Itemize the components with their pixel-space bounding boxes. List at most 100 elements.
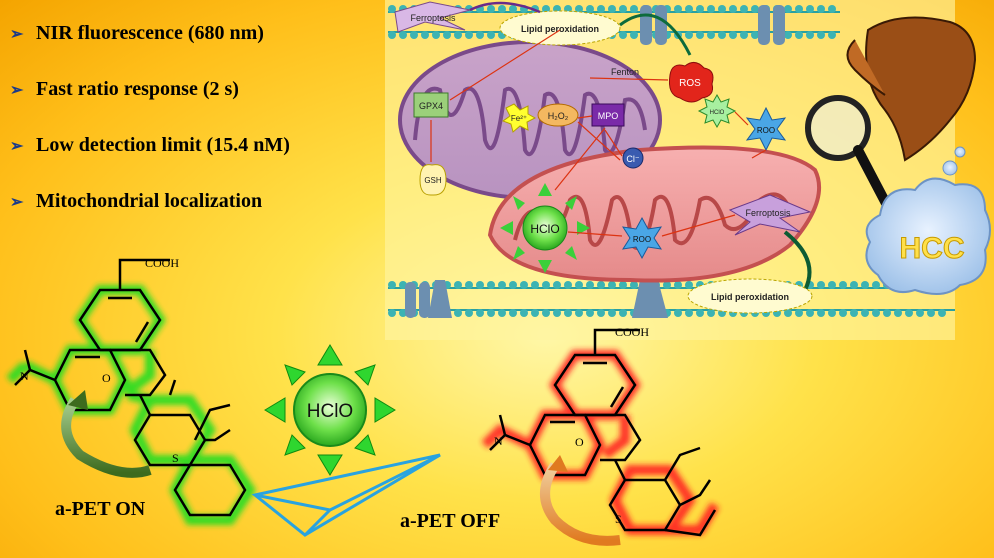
membrane-protein xyxy=(640,5,652,45)
membrane-bead xyxy=(542,309,550,317)
membrane-bead xyxy=(817,281,825,289)
cooh-left-label: COOH xyxy=(145,256,179,270)
membrane-bead xyxy=(751,5,759,13)
ferroptosis-bottom-label: Ferroptosis xyxy=(745,208,791,218)
membrane-bead xyxy=(465,309,473,317)
bullet-ratio: ➢Fast ratio response (2 s) xyxy=(10,78,239,100)
membrane-bead xyxy=(707,309,715,317)
membrane-bead xyxy=(498,281,506,289)
membrane-bead xyxy=(784,309,792,317)
membrane-bead xyxy=(586,5,594,13)
membrane-protein xyxy=(773,5,785,45)
bullet-arrow-icon: ➢ xyxy=(10,194,24,211)
arrowhead xyxy=(68,390,88,410)
lipid-peroxidation-bottom: Lipid peroxidation xyxy=(687,278,813,314)
ferroptosis-top-label: Ferroptosis xyxy=(410,13,456,23)
mpo-label: MPO xyxy=(598,111,619,121)
membrane-bead xyxy=(839,309,847,317)
probe-molecule-off: COOH O S N a-PET OFF xyxy=(400,325,720,546)
membrane-bead xyxy=(630,31,638,39)
membrane-bead xyxy=(608,281,616,289)
membrane-bead xyxy=(454,281,462,289)
bullet-detection: ➢Low detection limit (15.4 nM) xyxy=(10,134,290,156)
membrane-bead xyxy=(685,281,693,289)
lipid-peroxidation-bottom-label: Lipid peroxidation xyxy=(711,292,789,302)
pet-off-label: a-PET OFF xyxy=(400,510,500,532)
membrane-bead xyxy=(465,281,473,289)
hcc-cloud: HCC xyxy=(865,146,991,295)
membrane-bead xyxy=(476,309,484,317)
membrane-bead xyxy=(564,309,572,317)
membrane-protein xyxy=(405,282,416,318)
membrane-bead xyxy=(553,281,561,289)
pet-on-curved-arrow xyxy=(61,397,152,478)
membrane-bead xyxy=(839,281,847,289)
liver-illustration xyxy=(846,16,977,162)
membrane-bead xyxy=(806,309,814,317)
roo-center-star: ROO xyxy=(621,216,663,260)
roo-right-label: ROO xyxy=(757,126,775,135)
membrane-bead xyxy=(564,281,572,289)
arrow xyxy=(604,129,623,157)
membrane-channel xyxy=(428,280,452,318)
membrane-bead xyxy=(784,5,792,13)
arrow xyxy=(577,121,621,161)
membrane-bead xyxy=(531,309,539,317)
membrane-bead xyxy=(531,281,539,289)
hclo-sun: HClO xyxy=(264,344,396,476)
membrane-bead xyxy=(872,309,880,317)
cl-label: Cl⁻ xyxy=(626,154,639,164)
hclo-small-label: HClO xyxy=(710,110,725,116)
membrane-bead xyxy=(795,31,803,39)
hclo-small-badge: HClO xyxy=(697,93,737,129)
membrane-bead xyxy=(597,281,605,289)
membrane-bead xyxy=(894,309,902,317)
bottom-membrane xyxy=(388,277,955,318)
membrane-bead xyxy=(685,5,693,13)
membrane-bead xyxy=(674,309,682,317)
arrow xyxy=(661,214,736,237)
membrane-bead xyxy=(509,309,517,317)
membrane-bead xyxy=(608,309,616,317)
membrane-bead xyxy=(751,31,759,39)
mpo-box: MPO xyxy=(591,103,625,127)
curved-arrow xyxy=(469,1,541,14)
membrane-bead xyxy=(685,31,693,39)
ros-badge: ROS xyxy=(669,62,714,103)
membrane-bead xyxy=(872,281,880,289)
membrane-bead xyxy=(707,5,715,13)
h2o2-badge: H₂O₂ xyxy=(537,103,579,127)
bullet-arrow-icon: ➢ xyxy=(10,82,24,99)
membrane-bead xyxy=(916,309,924,317)
membrane-bead xyxy=(938,309,946,317)
fe-label: Fe²⁺ xyxy=(511,114,527,123)
cl-badge: Cl⁻ xyxy=(622,147,644,169)
membrane-bead xyxy=(575,309,583,317)
probe-molecule-on: COOH O S N a-PET ON xyxy=(6,256,257,525)
s-right-label: S xyxy=(615,512,622,526)
membrane-bead xyxy=(696,5,704,13)
mechanism-panel: HCC Ferroptosis Lipid peroxidation ROS F… xyxy=(385,0,991,340)
gsh-label: GSH xyxy=(424,176,442,185)
hclo-sun-label: HClO xyxy=(307,401,353,422)
membrane-bead xyxy=(399,31,407,39)
ferroptosis-bottom-badge: Ferroptosis xyxy=(728,194,812,236)
membrane-bead xyxy=(443,31,451,39)
hclo-panel-label: HClO xyxy=(530,222,559,236)
membrane-bead xyxy=(388,281,396,289)
fenton-label: Fenton xyxy=(611,67,639,77)
o-plus-right-label: O xyxy=(575,435,584,449)
membrane-bead xyxy=(740,5,748,13)
bullet-nir: ➢NIR fluorescence (680 nm) xyxy=(10,22,264,44)
membrane-bead xyxy=(388,5,396,13)
o-plus-left-label: O xyxy=(102,371,111,385)
membrane-bead xyxy=(663,281,671,289)
bullet-arrow-icon: ➢ xyxy=(10,138,24,155)
gpx4-box: GPX4 xyxy=(413,92,449,118)
membrane-bead xyxy=(520,281,528,289)
membrane-bead xyxy=(619,31,627,39)
membrane-bead xyxy=(630,5,638,13)
s-left-label: S xyxy=(172,451,179,465)
membrane-bead xyxy=(509,5,517,13)
curved-arrow xyxy=(619,13,692,56)
